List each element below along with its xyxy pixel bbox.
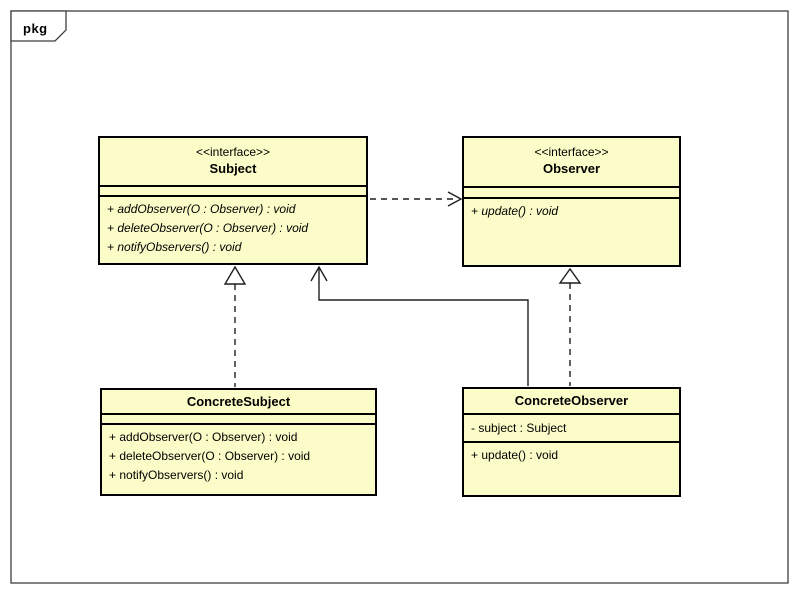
method-item: + deleteObserver(O : Observer) : void	[107, 221, 309, 235]
association-arrow-concreteobserver-to-subject	[310, 265, 529, 386]
methods-compartment: + update() : void	[464, 441, 679, 495]
package-frame	[10, 10, 789, 584]
method-item: + addObserver(O : Observer) : void	[107, 202, 296, 216]
realization-arrow-concreteobserver-to-observer	[558, 267, 582, 386]
class-header: ConcreteSubject	[102, 390, 375, 413]
attributes-compartment	[464, 186, 679, 197]
class-box-concretesubject: ConcreteSubject + addObserver(O : Observ…	[100, 388, 377, 496]
stereotype-label: <<interface>>	[534, 145, 609, 159]
stereotype-label: <<interface>>	[195, 145, 271, 159]
attributes-compartment: - subject : Subject	[464, 413, 679, 441]
method-item: + update() : void	[471, 448, 559, 462]
methods-compartment: + addObserver(O : Observer) : void + del…	[102, 423, 375, 494]
class-box-subject: <<interface>> Subject + addObserver(O : …	[98, 136, 368, 265]
hollow-triangle-icon	[223, 265, 247, 285]
method-item: + notifyObservers() : void	[109, 468, 244, 482]
class-name: ConcreteSubject	[186, 393, 291, 409]
method-item: + deleteObserver(O : Observer) : void	[109, 449, 311, 463]
class-box-concreteobserver: ConcreteObserver - subject : Subject + u…	[462, 387, 681, 497]
package-tab-label: pkg	[23, 21, 48, 36]
methods-compartment: + addObserver(O : Observer) : void + del…	[100, 195, 366, 263]
hollow-triangle-icon	[558, 267, 582, 284]
method-item: + addObserver(O : Observer) : void	[109, 430, 298, 444]
class-name: Observer	[542, 161, 601, 176]
attributes-compartment	[102, 413, 375, 423]
class-header: <<interface>> Subject	[100, 138, 366, 185]
open-arrowhead-icon	[447, 191, 463, 207]
open-arrowhead-icon	[310, 265, 328, 282]
class-header: ConcreteObserver	[464, 389, 679, 413]
attribute-item: - subject : Subject	[471, 421, 567, 435]
class-name: ConcreteObserver	[514, 393, 629, 408]
realization-arrow-concretesubject-to-subject	[223, 265, 247, 387]
package-tab-shape	[10, 10, 67, 42]
method-item: + notifyObservers() : void	[107, 240, 242, 254]
dependency-arrow-subject-to-observer	[370, 191, 463, 207]
attributes-compartment	[100, 185, 366, 195]
class-header: <<interface>> Observer	[464, 138, 679, 186]
class-box-observer: <<interface>> Observer + update() : void	[462, 136, 681, 267]
methods-compartment: + update() : void	[464, 197, 679, 265]
class-name: Subject	[209, 161, 257, 176]
method-item: + update() : void	[471, 204, 559, 218]
